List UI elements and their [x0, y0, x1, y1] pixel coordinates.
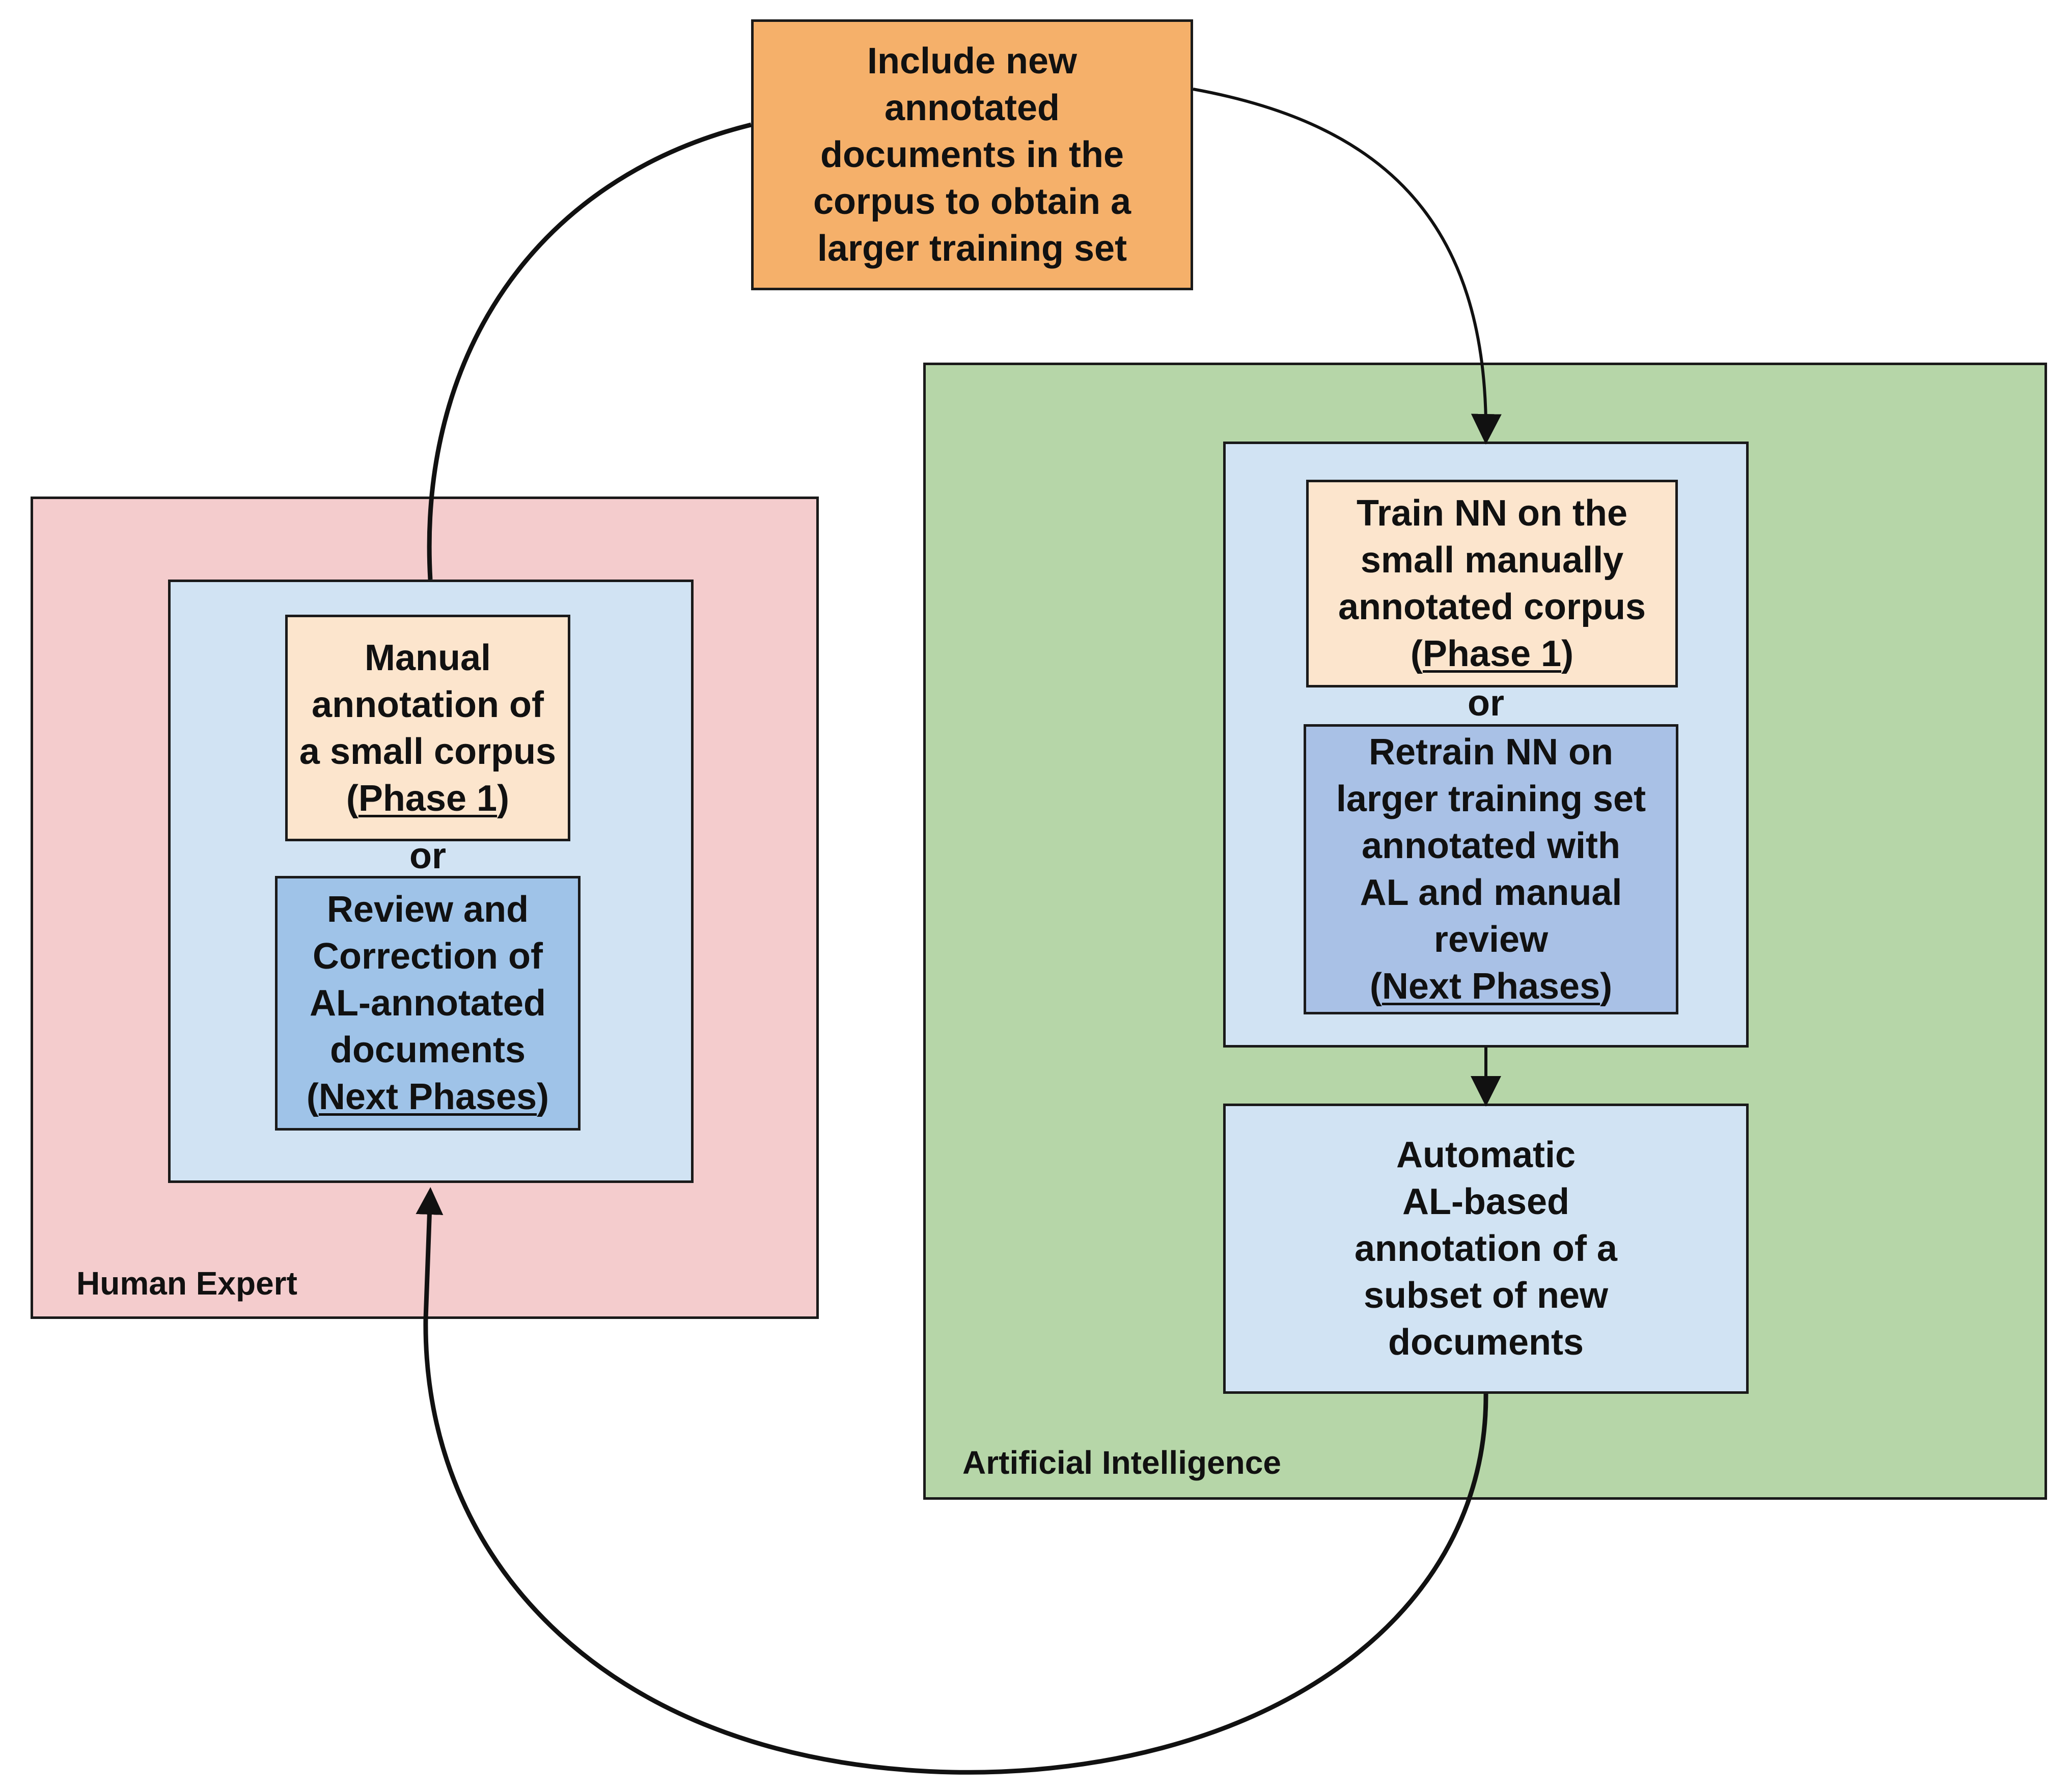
arrow-human-to-include	[427, 122, 752, 580]
review-line-2: Correction of	[312, 936, 543, 977]
automatic-line-1: Automatic	[1396, 1135, 1576, 1175]
paren-open: (	[346, 778, 358, 819]
paren-open: (	[306, 1077, 319, 1117]
retrain-line-2: larger training set	[1336, 779, 1646, 819]
retrain-phase-line: (Next Phases)	[1370, 963, 1612, 1010]
train-phase-line: (Phase 1)	[1411, 630, 1573, 677]
review-line-3: AL-annotated	[310, 983, 546, 1024]
include-documents-box: Include new annotated documents in the c…	[751, 19, 1193, 290]
include-line-3: documents in the	[820, 134, 1124, 175]
train-line-1: Train NN on the	[1356, 493, 1628, 534]
manual-annotation-box: Manual annotation of a small corpus (Pha…	[285, 615, 570, 841]
retrain-line-3: annotated with	[1362, 825, 1620, 866]
manual-phase-line: (Phase 1)	[346, 775, 509, 822]
arrow-automatic-to-human	[423, 1318, 1488, 1775]
retrain-line-1: Retrain NN on	[1368, 732, 1614, 773]
next-phases-label: Next Phases	[318, 1077, 537, 1117]
retrain-line-5: review	[1433, 919, 1549, 960]
automatic-line-2: AL-based	[1402, 1181, 1570, 1222]
next-phases-label: Next Phases	[1382, 966, 1600, 1007]
paren-close: )	[1561, 634, 1574, 674]
review-line-1: Review and	[326, 889, 529, 930]
human-or-label: or	[409, 836, 446, 876]
review-line-4: documents	[329, 1030, 526, 1070]
manual-line-2: annotation of	[312, 684, 544, 725]
arrow-include-to-ai	[1193, 88, 1502, 445]
manual-line-1: Manual	[364, 637, 491, 678]
train-line-3: annotated corpus	[1338, 587, 1646, 627]
phase-1-label: Phase 1	[1422, 634, 1562, 674]
include-line-4: corpus to obtain a	[813, 181, 1131, 222]
human-expert-label: Human Expert	[76, 1265, 297, 1302]
include-line-5: larger training set	[817, 228, 1127, 269]
retrain-nn-box: Retrain NN on larger training set annota…	[1304, 724, 1678, 1014]
automatic-line-5: documents	[1388, 1322, 1584, 1363]
phase-1-label: Phase 1	[358, 778, 498, 819]
arrow-into-human-container	[416, 1187, 444, 1319]
ai-or-label: or	[1468, 683, 1504, 724]
manual-line-3: a small corpus	[299, 731, 557, 772]
paren-close: )	[537, 1077, 549, 1117]
paren-open: (	[1369, 966, 1382, 1007]
review-phase-line: (Next Phases)	[307, 1074, 549, 1120]
include-line-1: Include new	[867, 41, 1078, 81]
train-nn-box: Train NN on the small manually annotated…	[1306, 480, 1678, 687]
paren-close: )	[497, 778, 510, 819]
paren-open: (	[1410, 634, 1423, 674]
retrain-line-4: AL and manual	[1360, 872, 1622, 913]
include-line-2: annotated	[884, 88, 1060, 128]
paren-close: )	[1600, 966, 1613, 1007]
train-line-2: small manually	[1360, 540, 1624, 581]
automatic-line-4: subset of new	[1363, 1275, 1609, 1316]
artificial-intelligence-label: Artificial Intelligence	[962, 1444, 1281, 1481]
review-correction-box: Review and Correction of AL-annotated do…	[275, 876, 581, 1131]
automatic-line-3: annotation of a	[1355, 1228, 1617, 1269]
automatic-annotation-box: Automatic AL-based annotation of a subse…	[1223, 1104, 1749, 1394]
